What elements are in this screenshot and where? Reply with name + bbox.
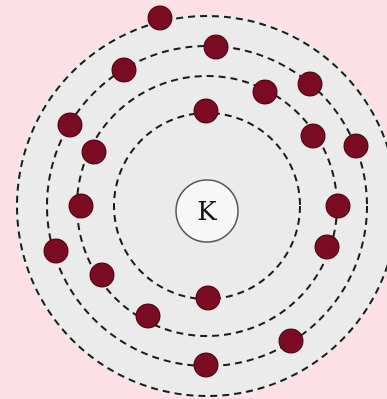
element-symbol: K: [197, 197, 217, 227]
electron-shell-1: [196, 286, 220, 310]
electron-shell-4: [148, 6, 172, 30]
electron-shell-1: [194, 99, 218, 123]
electron-shell-3: [298, 72, 322, 96]
electron-shell-2: [301, 124, 325, 148]
electron-shell-3: [58, 113, 82, 137]
electron-shell-2: [253, 80, 277, 104]
electron-shell-3: [194, 353, 218, 377]
electron-shell-2: [69, 194, 93, 218]
electron-shell-2: [326, 194, 350, 218]
electron-shell-3: [344, 134, 368, 158]
electron-shell-2: [112, 58, 136, 82]
electron-shell-3: [279, 329, 303, 353]
electron-shell-3: [44, 239, 68, 263]
electron-shell-2: [82, 140, 106, 164]
electron-shell-3: [136, 304, 160, 328]
electron-shell-3: [204, 35, 228, 59]
electron-shell-2: [90, 263, 114, 287]
electron-shell-2: [315, 235, 339, 259]
